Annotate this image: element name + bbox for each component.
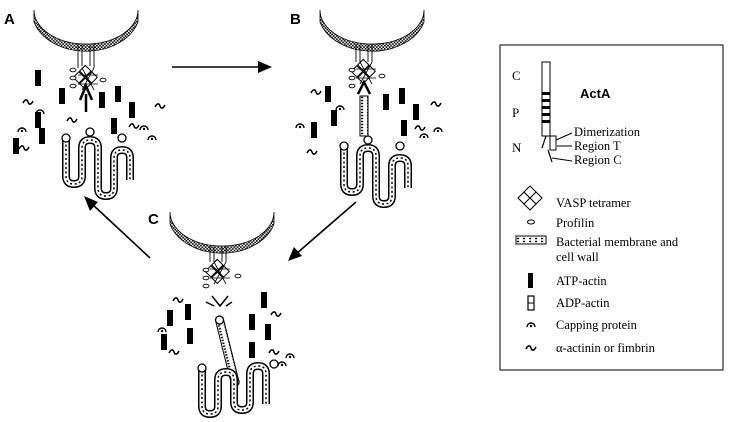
legend-actinin-text: α-actinin or fimbrin (556, 341, 656, 355)
region-c-label: Region C (574, 153, 622, 167)
actin-network-a (62, 128, 130, 196)
legend-membrane-text-1: Bacterial membrane and (556, 235, 679, 249)
acta-tethers-c (209, 246, 227, 262)
panel-a-label: A (4, 11, 15, 28)
domain-p-label: P (512, 105, 519, 120)
arrow-c-to-a (84, 196, 151, 259)
vasp-tetramer-c (204, 258, 231, 285)
bacterial-membrane-c (169, 211, 275, 254)
legend-atp-text: ATP-actin (556, 274, 607, 288)
bacterial-membrane-a (33, 9, 139, 52)
membrane-icon (515, 235, 547, 245)
atp-actin-icon (528, 273, 533, 288)
adp-actin-icon (527, 295, 535, 311)
panel-c: C (148, 211, 295, 419)
panel-b: B (290, 9, 443, 204)
legend-box: C P N ActA Dimerization Region T Region … (499, 44, 724, 371)
growing-filament-b (359, 95, 369, 137)
actin-network-c (197, 359, 279, 419)
vasp-tetramer-icon (517, 185, 543, 211)
legend-profilin-text: Profilin (556, 216, 595, 230)
acta-tethers-a (77, 44, 95, 68)
legend-capping-text: Capping protein (556, 318, 638, 332)
bacterial-membrane-b (319, 9, 425, 52)
arrow-a-to-b (172, 61, 272, 73)
profilin-cluster-c (202, 267, 242, 289)
region-t-label: Region T (574, 139, 621, 153)
acta-tethers-b (355, 44, 373, 62)
profilin-icon (527, 219, 535, 225)
acta-title: ActA (580, 86, 611, 101)
legend-adp-text: ADP-actin (556, 296, 610, 310)
legend-membrane-text-2: cell wall (556, 250, 599, 264)
panel-b-label: B (290, 11, 301, 28)
panel-a: A (4, 9, 166, 196)
profilin-cluster-a (69, 67, 107, 89)
actin-network-b (340, 136, 408, 204)
dimerization-label: Dimerization (574, 125, 641, 139)
domain-n-label: N (512, 140, 522, 155)
filament-tip-a (78, 82, 94, 112)
domain-c-label: C (512, 68, 521, 83)
panel-c-label: C (148, 211, 159, 228)
arrow-b-to-c (288, 201, 357, 261)
acta-schematic (541, 61, 573, 163)
profilin-cluster-b (348, 67, 386, 89)
legend-vasp-text: VASP tetramer (556, 196, 631, 210)
